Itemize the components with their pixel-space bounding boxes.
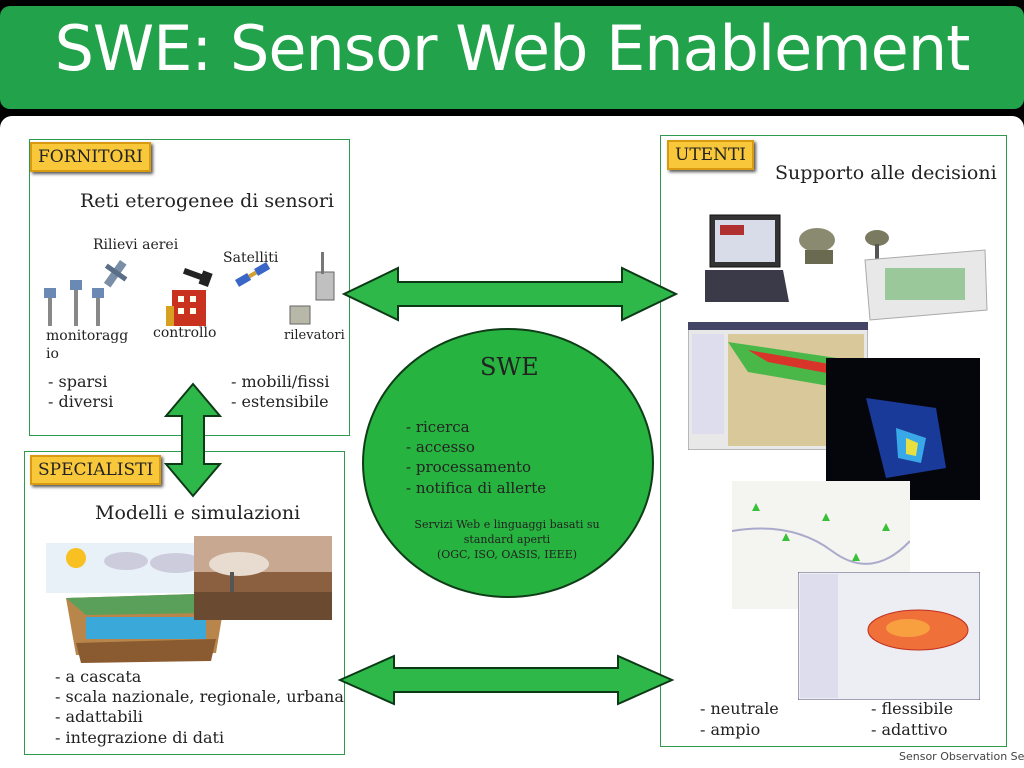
title-bar — [0, 6, 1024, 109]
control-building-icon — [166, 290, 206, 326]
specialisti-list-4: - integrazione di dati — [55, 728, 225, 747]
label-monitoraggio: monitoraggio — [46, 328, 129, 362]
urban-dispersion-map — [798, 572, 980, 700]
utenti-list-right-2: - adattivo — [871, 720, 948, 739]
detector-icon — [289, 252, 335, 325]
label-rilevatori: rilevatori — [284, 328, 345, 343]
label-controllo: controllo — [153, 325, 217, 341]
fornitori-tag: FORNITORI — [30, 142, 151, 172]
specialisti-heading: Modelli e simulazioni — [95, 502, 301, 524]
command-trailer-icon — [864, 249, 988, 321]
sensor-network-illustration — [44, 252, 335, 326]
fornitori-panel — [29, 139, 350, 436]
specialisti-tag: SPECIALISTI — [30, 455, 162, 485]
swe-ellipse — [362, 328, 654, 598]
fornitori-list-left-2: - diversi — [48, 392, 114, 411]
radar-weather-map — [688, 322, 868, 450]
swe-item-ricerca: - ricerca — [406, 418, 470, 436]
utenti-list-left-1: - neutrale — [700, 699, 779, 718]
utenti-heading: Supporto alle decisioni — [775, 162, 997, 184]
arrow-specialisti-utenti — [337, 654, 675, 706]
swe-item-accesso: - accesso — [406, 438, 475, 456]
drone-icon — [182, 268, 213, 287]
fornitori-heading: Reti eterogenee di sensori — [80, 190, 334, 212]
specialisti-list-1: - a cascata — [55, 667, 142, 686]
industrial-landscape-photo — [194, 536, 332, 620]
slide-title: SWE: Sensor Web Enablement — [54, 12, 971, 85]
fornitori-list-right-1: - mobili/fissi — [231, 372, 330, 391]
antenna-icon — [865, 230, 889, 272]
satellite-icon — [235, 262, 271, 287]
aircraft-icon — [103, 260, 128, 288]
decision-support-equipment — [705, 214, 988, 321]
swe-title: SWE — [480, 353, 539, 381]
laptop-icon — [705, 214, 789, 302]
arrow-fornitori-utenti — [341, 266, 679, 322]
swe-note-line-1: Servizi Web e linguaggi basati su — [414, 518, 600, 531]
utenti-list-right-1: - flessibile — [871, 699, 954, 718]
fornitori-list-left-1: - sparsi — [48, 372, 108, 391]
radar-dish-icon — [799, 228, 835, 264]
monitoring-station-icon — [44, 280, 104, 326]
utenti-tag: UTENTI — [667, 140, 755, 170]
arrow-fornitori-specialisti — [163, 382, 223, 498]
fornitori-list-right-2: - estensibile — [231, 392, 329, 411]
label-rilievi-aerei: Rilievi aerei — [93, 237, 179, 253]
swe-item-notifica: - notifica di allerte — [406, 479, 547, 497]
swe-note-line-3: (OGC, ISO, OASIS, IEEE) — [436, 548, 578, 561]
specialisti-list-2: - scala nazionale, regionale, urbana — [55, 687, 344, 706]
specialisti-list-3: - adattabili — [55, 707, 143, 726]
swe-item-processamento: - processamento — [406, 458, 532, 476]
swe-note-line-2: standard aperti — [463, 533, 551, 546]
satellite-radar-image — [826, 358, 980, 500]
label-satelliti: Satelliti — [223, 250, 279, 266]
sos-logo-text: Sensor Observation Service — [899, 750, 1024, 763]
utenti-list-left-2: - ampio — [700, 720, 761, 739]
